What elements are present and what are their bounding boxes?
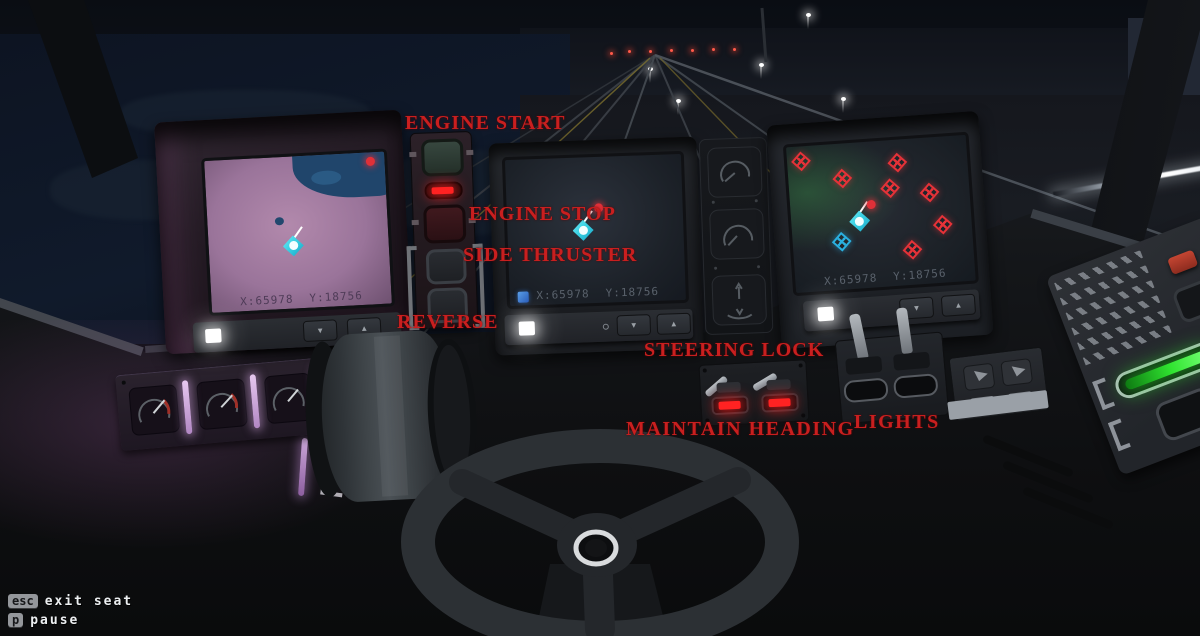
- down-arrow-icon: ▼: [912, 302, 921, 313]
- dock-light-red: [712, 48, 715, 51]
- pause-label: pause: [30, 612, 80, 628]
- map-screen-middle: X:65978 Y:18756: [501, 150, 690, 310]
- map-marker-player: [843, 198, 875, 236]
- up-arrow-icon: ▲: [669, 318, 678, 328]
- radar-contact-red: [933, 214, 953, 235]
- analog-gauge: [263, 372, 314, 425]
- screen-power-light[interactable]: [817, 306, 835, 322]
- hud-pause: p pause: [8, 612, 133, 628]
- down-arrow-icon: ▼: [315, 325, 325, 335]
- maintain-heading-indicator: [761, 392, 799, 413]
- dock-light-red: [670, 49, 673, 52]
- panel-bracket: [1092, 377, 1116, 411]
- hud-key-hints: esc exit seat p pause: [8, 593, 133, 631]
- lever-base: [892, 351, 931, 371]
- side-thruster-up-button[interactable]: [425, 248, 467, 285]
- engine-indicator-light: [424, 181, 463, 200]
- steering-wheel[interactable]: [400, 424, 800, 636]
- engine-control-column: [406, 130, 486, 331]
- engine-start-button[interactable]: [420, 138, 465, 177]
- panel-bracket: [1107, 418, 1131, 452]
- middle-screen-markers: [505, 154, 686, 306]
- distant-shore: [520, 28, 1200, 103]
- radar-contact-red: [791, 151, 812, 171]
- vertical-gauge-dial[interactable]: [711, 273, 768, 326]
- exit-seat-label: exit seat: [44, 593, 134, 609]
- dock-light-red: [628, 50, 631, 53]
- steering-lock-panel: [698, 359, 810, 427]
- switch-pivot: [766, 379, 791, 391]
- map-zoom-out-button[interactable]: ▼: [616, 314, 652, 337]
- map-zoom-in-button[interactable]: ▲: [940, 293, 977, 317]
- map-marker-player: [277, 223, 309, 261]
- rotary-knob-column: [698, 136, 774, 336]
- esc-keycap: esc: [8, 594, 38, 608]
- engine-stop-button[interactable]: [423, 204, 467, 244]
- p-keycap: p: [8, 613, 24, 627]
- nav-display-left: X:65978 Y:18756 ▼ ▲: [154, 109, 413, 355]
- panel-bracket: [406, 245, 420, 331]
- gauge-light-strip: [181, 380, 193, 435]
- nav-display-right: X:65978 Y:18756 ▼ ▲: [766, 110, 994, 350]
- radar-contact-blue: [831, 231, 852, 252]
- map-screen-right: X:65978 Y:18756: [782, 131, 979, 297]
- rotary-knob-2[interactable]: [709, 208, 765, 260]
- aux-red-lever[interactable]: [1167, 249, 1199, 275]
- screen-button-bar: ▼ ▲: [504, 308, 694, 346]
- map-marker-poi-red: [593, 203, 603, 213]
- analog-gauge-cluster: [115, 356, 333, 452]
- throttle-button-upper[interactable]: [1171, 275, 1200, 325]
- aux-switch-1[interactable]: [962, 362, 996, 392]
- steering-lock-indicator: [711, 395, 750, 416]
- up-arrow-icon: ▲: [359, 323, 369, 333]
- lights-rocker-1[interactable]: [843, 377, 889, 404]
- coordinate-y: Y:18756: [605, 284, 660, 300]
- radar-contact-red: [832, 168, 853, 189]
- dock-light-red: [691, 49, 694, 52]
- analog-gauge: [196, 378, 249, 431]
- dock-light-white: [841, 97, 846, 113]
- up-arrow-icon: ▲: [954, 299, 963, 310]
- lever-base: [845, 355, 883, 375]
- dock-light-red: [733, 48, 736, 51]
- radar-contact-red: [880, 178, 900, 199]
- analog-gauge: [128, 384, 181, 437]
- radar-contact-red: [920, 183, 940, 203]
- throttle-lever-green[interactable]: [1123, 349, 1200, 391]
- gauge-light-strip: [249, 374, 261, 429]
- throttle-button-lower[interactable]: [1152, 385, 1200, 444]
- screen-button-bar: ▼ ▲: [802, 289, 981, 332]
- map-marker-poi-dot: [274, 216, 285, 226]
- map-marker-poi-red: [365, 156, 375, 167]
- coordinate-x: X:65978: [536, 287, 590, 303]
- switch-pivot: [716, 381, 741, 393]
- dock-light-white: [806, 13, 811, 29]
- coordinate-y: Y:18756: [309, 288, 364, 305]
- map-marker-player: [567, 208, 598, 245]
- indicator-dot: [602, 323, 609, 330]
- map-marker-poi-red: [866, 199, 876, 210]
- aux-switch-2[interactable]: [1000, 358, 1034, 387]
- lights-panel: [834, 307, 950, 425]
- dock-light-white: [759, 63, 764, 79]
- screen-power-light[interactable]: [204, 328, 222, 344]
- map-screen-left: X:65978 Y:18756: [201, 148, 396, 316]
- side-thruster-down-button[interactable]: [427, 287, 469, 324]
- down-arrow-icon: ▼: [629, 320, 638, 330]
- rotary-knob-1[interactable]: [706, 146, 763, 198]
- map-zoom-in-button[interactable]: ▲: [656, 312, 692, 335]
- hud-exit-seat: esc exit seat: [8, 593, 133, 609]
- nav-display-middle: X:65978 Y:18756 ▼ ▲: [488, 136, 704, 356]
- radar-contact-red: [887, 153, 908, 173]
- radar-contact-red: [902, 239, 923, 260]
- lights-rocker-2[interactable]: [892, 373, 939, 399]
- screen-power-light[interactable]: [518, 321, 536, 336]
- dock-light-red: [610, 52, 613, 55]
- dock-light-red: [649, 50, 652, 53]
